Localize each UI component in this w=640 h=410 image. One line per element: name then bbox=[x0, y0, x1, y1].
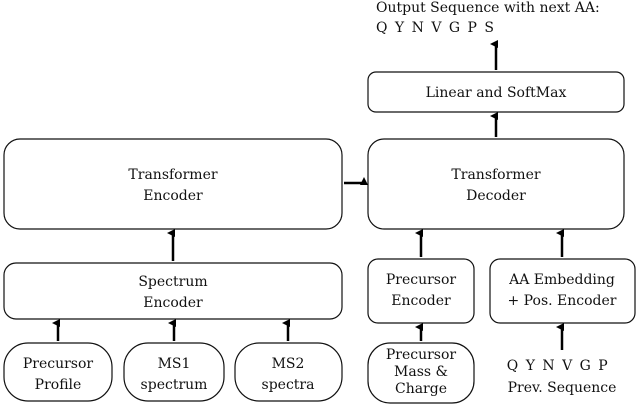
aa-embedding-box bbox=[489, 258, 636, 324]
label-line: Linear and SoftMax bbox=[426, 85, 567, 101]
ms1-spectrum-label: MS1 spectrum bbox=[141, 356, 208, 393]
ms1-spectrum-box bbox=[123, 342, 225, 402]
ms2-spectra-label: MS2 spectra bbox=[262, 356, 315, 393]
precursor-mass-charge-box bbox=[367, 342, 475, 404]
precursor-profile-box bbox=[3, 342, 113, 402]
label-line: Encoder bbox=[391, 293, 451, 309]
transformer-decoder-box bbox=[367, 138, 625, 230]
input-sequence: Q Y N V G P bbox=[507, 358, 609, 374]
label-line: + Pos. Encoder bbox=[508, 293, 617, 309]
label-line: MS1 bbox=[158, 356, 191, 372]
label-line: AA Embedding bbox=[508, 272, 615, 288]
label-line: Profile bbox=[35, 377, 82, 393]
label-line: Transformer bbox=[128, 167, 217, 183]
output-sequence: Q Y N V G P S bbox=[376, 20, 495, 36]
label-line: Transformer bbox=[451, 167, 540, 183]
label-line: Decoder bbox=[466, 188, 526, 204]
ms2-spectra-box bbox=[234, 342, 343, 402]
label-line: Spectrum bbox=[138, 274, 207, 290]
label-line: Precursor bbox=[23, 356, 94, 372]
input-sequence-label: Prev. Sequence bbox=[508, 380, 617, 396]
label-line: Precursor bbox=[386, 272, 457, 288]
aa-embedding-label: AA Embedding + Pos. Encoder bbox=[508, 272, 617, 309]
output-title: Output Sequence with next AA: bbox=[376, 0, 600, 16]
linear-softmax-label: Linear and SoftMax bbox=[426, 85, 567, 101]
label-line: Precursor bbox=[386, 347, 457, 363]
label-line: MS2 bbox=[272, 356, 305, 372]
label-line: Mass & bbox=[394, 364, 448, 380]
label-line: Encoder bbox=[143, 295, 203, 311]
label-line: spectrum bbox=[141, 377, 208, 393]
transformer-encoder-box bbox=[3, 138, 343, 230]
precursor-encoder-box bbox=[367, 258, 475, 324]
label-line: spectra bbox=[262, 377, 315, 393]
label-line: Encoder bbox=[143, 188, 203, 204]
label-line: Charge bbox=[395, 381, 447, 397]
